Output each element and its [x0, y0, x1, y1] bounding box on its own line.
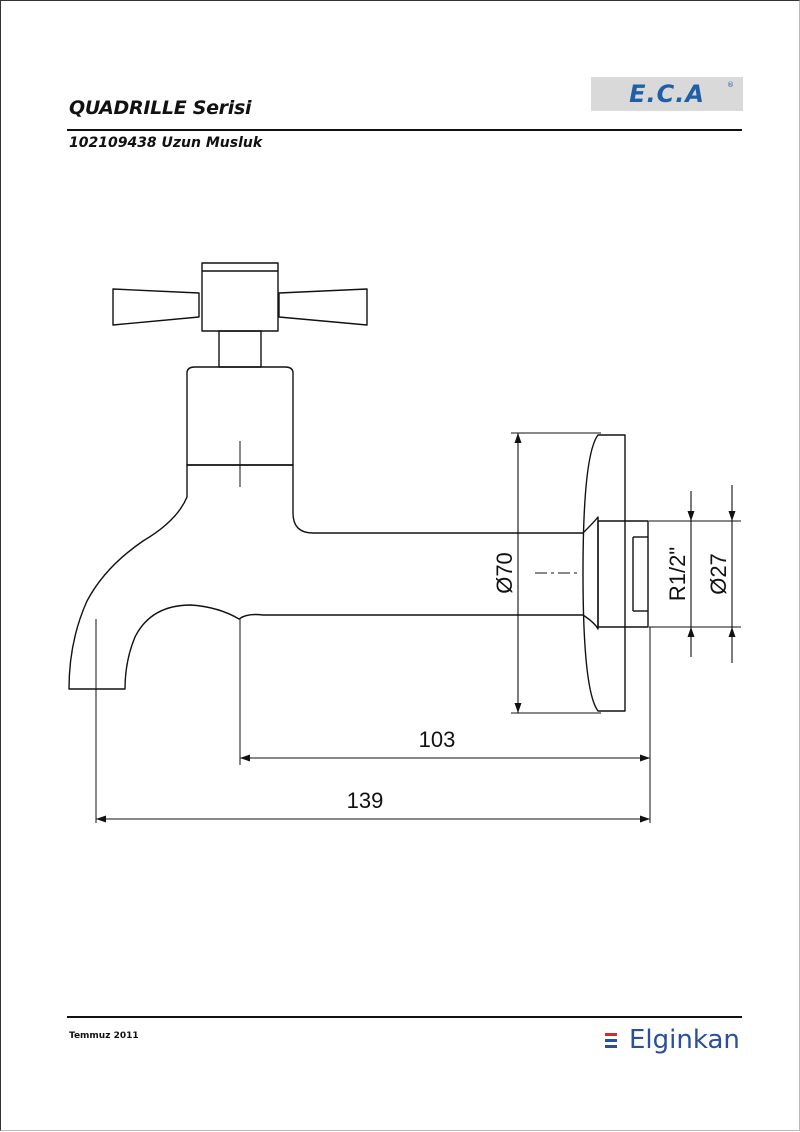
registered-mark: ® [727, 81, 734, 89]
eca-logo-text: E.C.A [629, 80, 705, 108]
elginkan-name: Elginkan [629, 1025, 740, 1055]
dim-label-pipe: Ø27 [706, 553, 731, 595]
dim-label-thread: R1/2" [665, 547, 690, 601]
dimension-lines [96, 433, 736, 823]
header-rule [67, 129, 742, 131]
faucet-outline [68, 262, 649, 712]
spout-body [68, 464, 599, 690]
valve-bonnet [186, 366, 294, 466]
eca-logo: E.C.A ® [591, 77, 743, 111]
thread-connector [597, 520, 649, 628]
dim-label-103: 103 [419, 727, 456, 752]
wall-flange [582, 434, 626, 712]
dim-label-flange: Ø70 [492, 552, 517, 594]
footer-rule [67, 1016, 742, 1018]
construction-lines [95, 432, 741, 823]
dim-label-139: 139 [347, 788, 384, 813]
elginkan-mark-icon [605, 1033, 621, 1051]
product-title: 102109438 Uzun Musluk [69, 135, 263, 151]
issue-date: Temmuz 2011 [69, 1031, 139, 1041]
valve-stem [218, 330, 262, 368]
handle-left-arm [112, 288, 200, 326]
handle-hub [201, 262, 279, 332]
series-title: QUADRILLE Serisi [69, 97, 252, 119]
handle-right-arm [278, 288, 368, 326]
